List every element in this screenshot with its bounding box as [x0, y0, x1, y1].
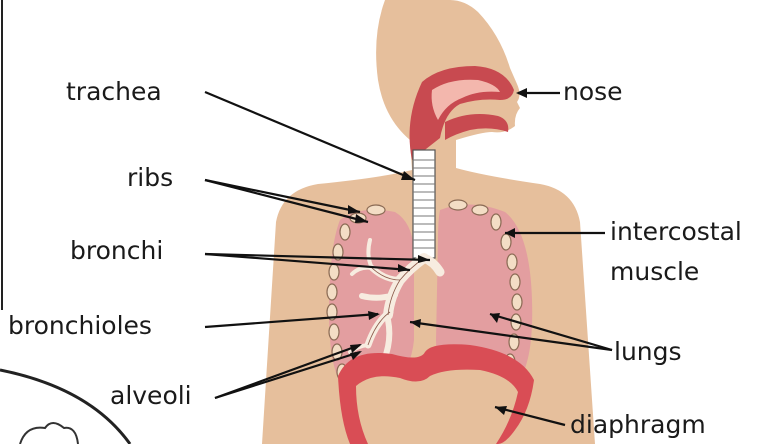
label-nose: nose: [563, 77, 623, 107]
label-lungs: lungs: [614, 337, 682, 367]
label-trachea: trachea: [66, 77, 162, 107]
label-bronchioles: bronchioles: [8, 311, 152, 341]
trachea-tube: [413, 150, 435, 258]
diaphragm-inner: [356, 370, 518, 444]
label-muscle: muscle: [610, 257, 699, 287]
cloud-icon: [20, 423, 78, 444]
label-intercostal: intercostal: [610, 217, 742, 247]
label-alveoli: alveoli: [110, 381, 192, 411]
label-diaphragm: diaphragm: [570, 410, 706, 440]
label-bronchi: bronchi: [70, 236, 163, 266]
label-ribs: ribs: [127, 163, 173, 193]
